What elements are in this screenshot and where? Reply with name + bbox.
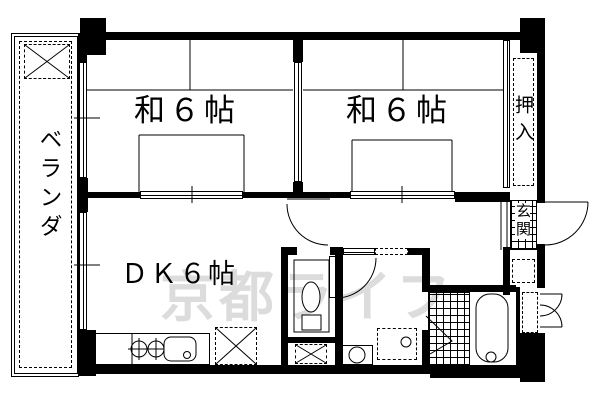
sliding-door-room2-hall	[350, 191, 455, 199]
washroom-door-panel	[329, 256, 336, 298]
wall-toilet-mid	[288, 337, 335, 343]
wall-rooms-bottom-a	[86, 192, 140, 198]
wall-top	[106, 32, 520, 40]
bathtub	[475, 293, 509, 363]
pipe-space	[522, 292, 538, 333]
wall-bath-top	[422, 285, 516, 292]
veranda-storage-box	[24, 44, 70, 79]
kitchen-counter	[95, 333, 210, 365]
wall-toilet-top-left	[281, 247, 297, 255]
column-room-divider-top	[293, 32, 303, 62]
washer-pan	[377, 328, 417, 360]
column-room-divider-bottom	[293, 182, 303, 198]
room-label-entrance: 玄関	[514, 203, 532, 239]
sliding-door-room1-dk	[140, 191, 243, 199]
room-label-closet: 押入	[512, 95, 534, 149]
dk-hall-door-arc	[286, 198, 330, 246]
room-label-washitsu-left: 和６帖	[134, 93, 239, 129]
bathroom-tiles	[428, 292, 470, 366]
wall-right-upper	[537, 53, 545, 203]
wall-bottom-bath	[430, 365, 520, 378]
column-bottom-left	[79, 330, 96, 376]
column-top-right	[520, 18, 545, 53]
wall-left-top	[79, 33, 87, 62]
fusuma-closet	[503, 40, 510, 188]
window-room1-veranda	[79, 62, 87, 178]
wall-bottom	[96, 365, 430, 374]
wall-right-mid	[537, 244, 545, 288]
block-bottom-right	[520, 333, 545, 382]
washing-machine	[342, 345, 373, 365]
entrance-step-lines	[500, 200, 508, 250]
bathtub-drain	[485, 351, 497, 363]
wall-toilet-left	[281, 247, 288, 365]
washroom-sliding-door-pocket	[375, 248, 408, 255]
veranda-label: ベランダ	[35, 127, 61, 243]
veranda-dashed-border	[19, 41, 72, 368]
refrigerator-space	[215, 327, 257, 365]
wall-rooms-bottom-c	[455, 192, 510, 202]
washroom-sliding-door	[343, 248, 375, 255]
toilet-storage-box	[295, 344, 327, 364]
shoe-cabinet	[512, 259, 535, 283]
wall-washroom-top	[408, 248, 430, 255]
wall-washroom-right	[422, 255, 430, 292]
wall-bath-left-lower	[422, 330, 428, 365]
room-label-washitsu-right: 和６帖	[346, 93, 451, 129]
entrance-door-arc	[537, 201, 589, 246]
wall-shoebox-left	[503, 247, 510, 295]
window-dk-veranda	[79, 212, 87, 330]
closet-dashed-area	[513, 58, 534, 186]
room-label-dk: ＤＫ６帖	[121, 259, 237, 290]
fusuma-room-divider	[294, 62, 302, 182]
wall-toilet-right	[335, 247, 343, 365]
wall-bath-right	[516, 287, 520, 370]
pipe-space-doors	[539, 293, 563, 328]
